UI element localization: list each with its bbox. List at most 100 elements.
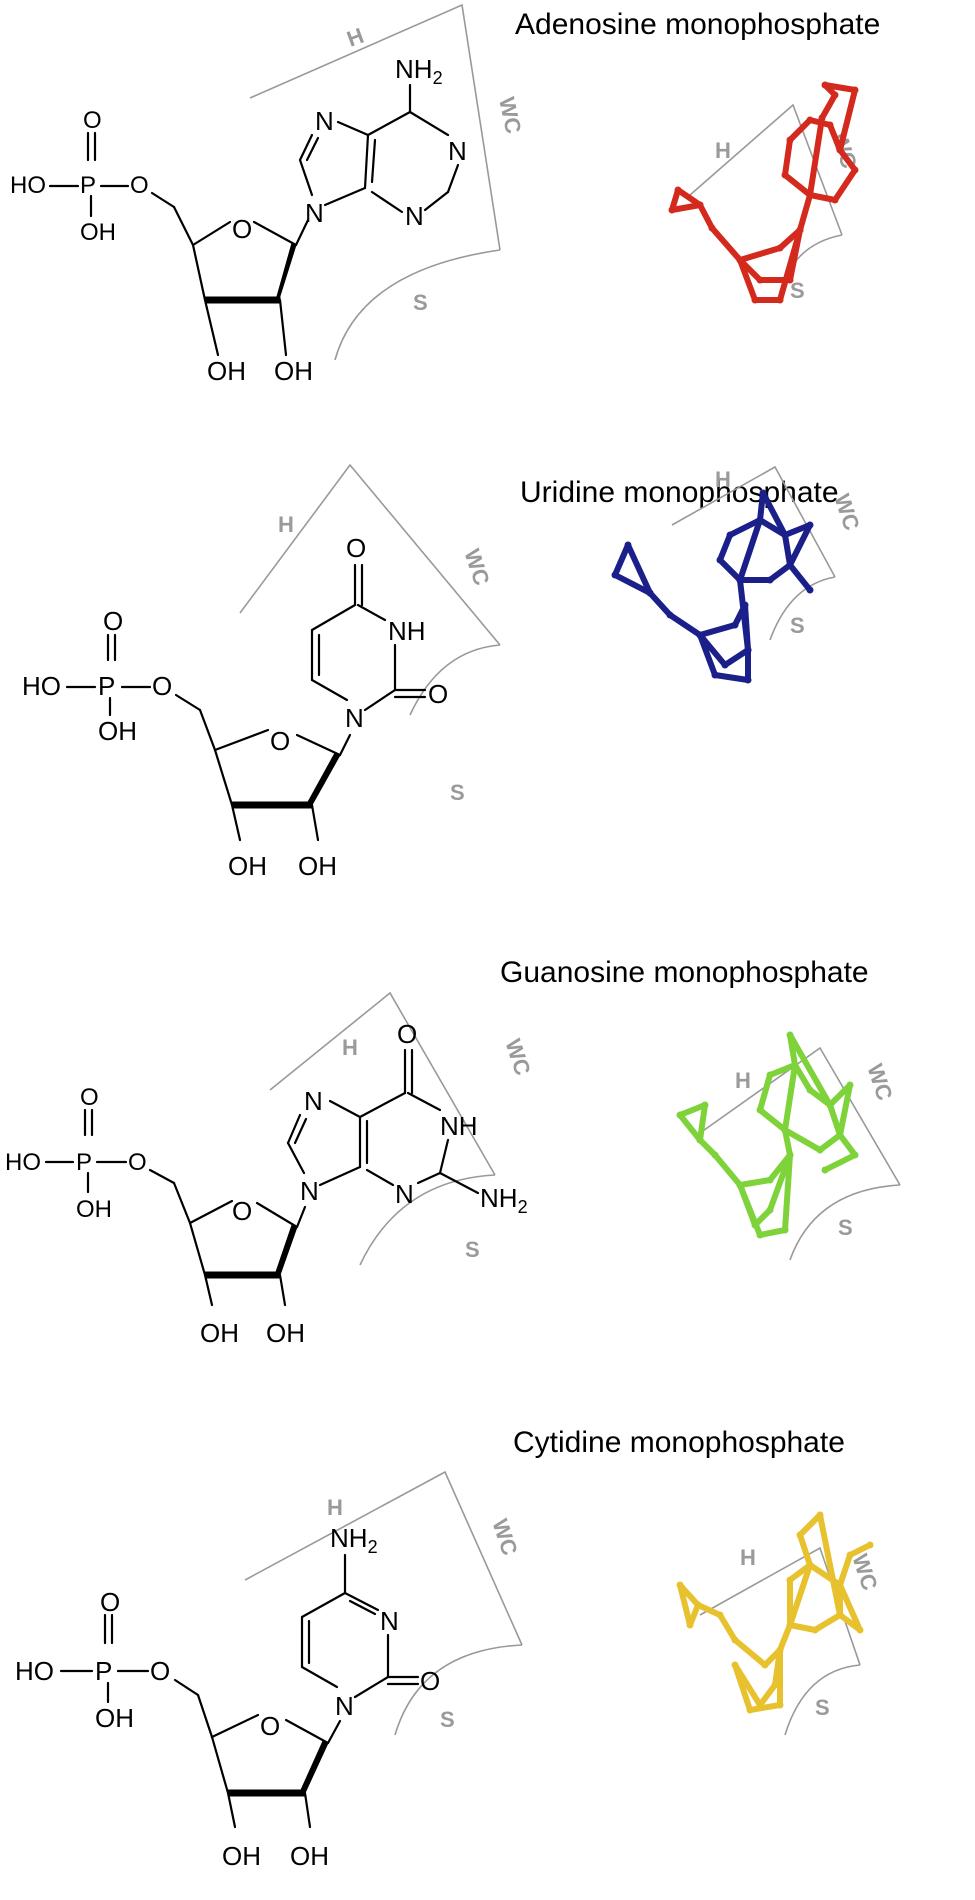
- stick-atom: [744, 646, 752, 654]
- gmp-3d-watson-crick-label: WC: [862, 1061, 897, 1104]
- amp-n9: N: [305, 198, 324, 228]
- stick-bond: [612, 572, 653, 596]
- stick-atom: [786, 136, 794, 144]
- stick-atom: [851, 86, 859, 94]
- stick-atom: [821, 81, 829, 89]
- stick-atom: [826, 121, 834, 129]
- stick-atom: [668, 206, 676, 214]
- cmp-hydroxyl-3: OH: [222, 1841, 261, 1871]
- stick-atom: [818, 114, 826, 122]
- cmp-diagram: Cytidine monophosphate H WC S O HO P O O…: [15, 1426, 883, 1871]
- stick-bond: [677, 1582, 693, 1628]
- stick-atom: [786, 1576, 794, 1584]
- ump-phosphate-group: O HO P O OH: [22, 606, 172, 746]
- stick-atom: [836, 1131, 844, 1139]
- stick-bond: [722, 647, 751, 668]
- stick-atom: [816, 1511, 824, 1519]
- stick-bond: [782, 1127, 793, 1158]
- stick-atom: [731, 621, 739, 629]
- stick-bond: [777, 1622, 793, 1653]
- stick-bond: [822, 82, 858, 93]
- stick-bond: [837, 1552, 853, 1588]
- stick-bond: [787, 522, 813, 568]
- stick-bond: [732, 1662, 753, 1713]
- stick-bond: [797, 192, 813, 233]
- stick-atom: [776, 1701, 784, 1709]
- gmp-3d-hoogsteen-label: H: [735, 1068, 751, 1093]
- stick-atom: [786, 276, 794, 284]
- stick-atom: [751, 296, 759, 304]
- stick-atom: [866, 1541, 874, 1549]
- stick-bond: [625, 542, 653, 596]
- stick-bond: [667, 612, 703, 638]
- stick-atom: [676, 1581, 684, 1589]
- stick-atom: [694, 1601, 702, 1609]
- stick-atom: [759, 489, 767, 497]
- cmp-3d-sugar-label: S: [815, 1695, 830, 1720]
- ump-sugar-edge-arc: [409, 644, 501, 716]
- stick-bond: [837, 1582, 863, 1633]
- stick-bond: [792, 1062, 813, 1093]
- stick-atom: [751, 1221, 759, 1229]
- cmp-phosphate-ho: HO: [15, 1656, 54, 1686]
- stick-atom: [836, 1611, 844, 1619]
- stick-bond: [712, 672, 751, 683]
- cmp-phosphate-p: P: [95, 1656, 112, 1686]
- stick-atom: [674, 186, 682, 194]
- stick-bond: [612, 542, 631, 578]
- stick-bond: [669, 202, 703, 213]
- stick-bond: [717, 557, 743, 583]
- stick-atom: [761, 1661, 769, 1669]
- stick-bond: [787, 562, 813, 593]
- stick-bond: [677, 1102, 708, 1118]
- amp-hydroxyl-2: OH: [274, 356, 313, 386]
- stick-bond: [817, 1512, 843, 1618]
- stick-atom: [676, 1111, 684, 1119]
- stick-atom: [806, 191, 814, 199]
- gmp-nh1: NH: [440, 1111, 478, 1141]
- stick-bond: [787, 1562, 813, 1628]
- stick-atom: [736, 256, 744, 264]
- gmp-ring-oxygen: O: [232, 1196, 252, 1226]
- ump-n1: N: [345, 703, 364, 733]
- stick-bond: [712, 1152, 743, 1188]
- stick-bond: [757, 1227, 788, 1238]
- stick-atom: [806, 1086, 814, 1094]
- amp-adenine-base: N N NH2 N N: [298, 54, 467, 231]
- stick-bond: [697, 632, 718, 678]
- stick-atom: [624, 541, 632, 549]
- amp-phosphate-p: P: [80, 172, 96, 199]
- amp-watson-crick-label: WC: [494, 95, 526, 136]
- stick-atom: [756, 516, 764, 524]
- stick-bond: [675, 187, 703, 208]
- cmp-cytosine-base: N NH2 N O: [300, 1523, 440, 1721]
- stick-atom: [746, 1706, 754, 1714]
- stick-atom: [696, 201, 704, 209]
- stick-atom: [696, 1136, 704, 1144]
- amp-phosphate-o-bridge: O: [130, 172, 149, 199]
- stick-bond: [837, 1132, 858, 1158]
- stick-atom: [781, 1126, 789, 1134]
- gmp-sugar-edge-arc: [359, 1174, 496, 1266]
- stick-atom: [796, 226, 804, 234]
- stick-bond: [812, 1612, 843, 1633]
- stick-atom: [708, 224, 716, 232]
- stick-atom: [806, 521, 814, 529]
- cmp-n3: N: [380, 1606, 399, 1636]
- stick-bond: [757, 1107, 788, 1133]
- stick-atom: [611, 571, 619, 579]
- stick-atom: [701, 1101, 709, 1109]
- stick-atom: [806, 116, 814, 124]
- stick-atom: [786, 1031, 794, 1039]
- amp-title: Adenosine monophosphate: [515, 8, 880, 41]
- stick-atom: [731, 1636, 739, 1644]
- stick-atom: [666, 611, 674, 619]
- gmp-guanine-base: N N O NH N NH2: [286, 1019, 528, 1217]
- amp-amino-group: NH2: [395, 54, 443, 88]
- stick-bond: [727, 517, 763, 538]
- stick-bond: [697, 202, 715, 231]
- ump-ribose-ring: O OH OH: [174, 693, 352, 881]
- ump-hoogsteen-label: H: [278, 512, 294, 537]
- stick-atom: [756, 1701, 764, 1709]
- ump-ring-oxygen: O: [270, 726, 290, 756]
